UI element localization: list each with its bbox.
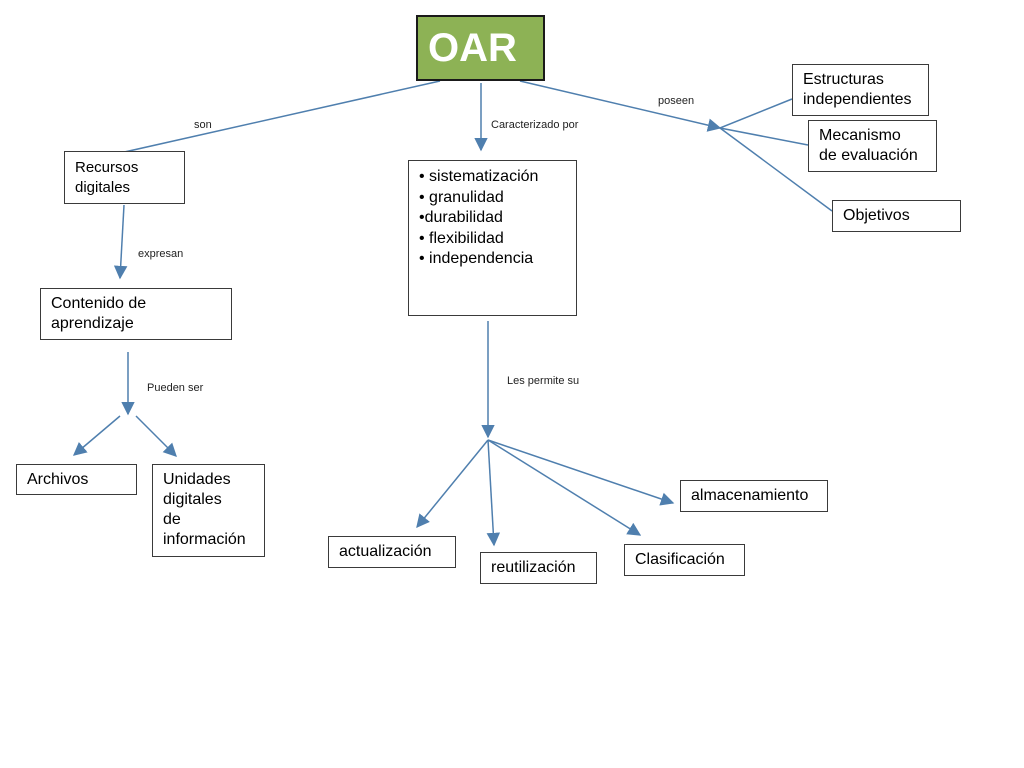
- root-node-oar: OAR: [416, 15, 545, 81]
- connector-estructuras: [719, 98, 793, 129]
- node-caracteristicas: • sistematización • granulidad •durabili…: [408, 160, 577, 316]
- node-reutilizacion: reutilización: [480, 552, 597, 584]
- connector-son: [119, 80, 441, 154]
- edge-label-pueden-ser: Pueden ser: [147, 382, 204, 394]
- connector-mecanismo: [719, 127, 809, 146]
- node-actualizacion: actualización: [328, 536, 456, 568]
- caracteristica-item: •durabilidad: [419, 209, 503, 226]
- connector-almacenamiento: [487, 439, 675, 506]
- node-clasificacion: Clasificación: [624, 544, 745, 576]
- node-unidades-digitales: Unidades digitales de información: [152, 464, 265, 557]
- node-estructuras-independientes: Estructuras independientes: [792, 64, 929, 116]
- node-objetivos: Objetivos: [832, 200, 961, 232]
- node-mecanismo-evaluacion: Mecanismo de evaluación: [808, 120, 937, 172]
- connector-poseen: [519, 80, 722, 132]
- caracteristicas-list: • sistematización • granulidad •durabili…: [419, 167, 566, 270]
- node-archivos: Archivos: [16, 464, 137, 495]
- node-recursos-digitales: Recursos digitales: [64, 151, 185, 204]
- edge-label-expresan: expresan: [138, 248, 184, 260]
- connector-archivos: [72, 415, 121, 456]
- caracteristica-item: • independencia: [419, 250, 534, 267]
- edge-label-son: son: [194, 119, 212, 131]
- edge-label-les-permite: Les permite su: [507, 375, 580, 387]
- connector-clasificacion: [487, 439, 642, 536]
- edge-label-poseen: poseen: [658, 95, 695, 107]
- edge-label-caracterizado: Caracterizado por: [491, 119, 579, 131]
- caracteristica-item: • flexibilidad: [419, 229, 504, 247]
- node-almacenamiento: almacenamiento: [680, 480, 828, 512]
- connector-actualizacion: [416, 439, 489, 529]
- caracteristica-item: • sistematización: [419, 168, 539, 185]
- connector-objetivos: [719, 127, 833, 212]
- connector-expresan: [113, 204, 128, 280]
- caracteristica-item: • granulidad: [419, 188, 504, 206]
- node-contenido-aprendizaje: Contenido de aprendizaje: [40, 288, 232, 340]
- connector-unidades: [135, 415, 177, 457]
- connector-reutilizacion: [486, 439, 501, 547]
